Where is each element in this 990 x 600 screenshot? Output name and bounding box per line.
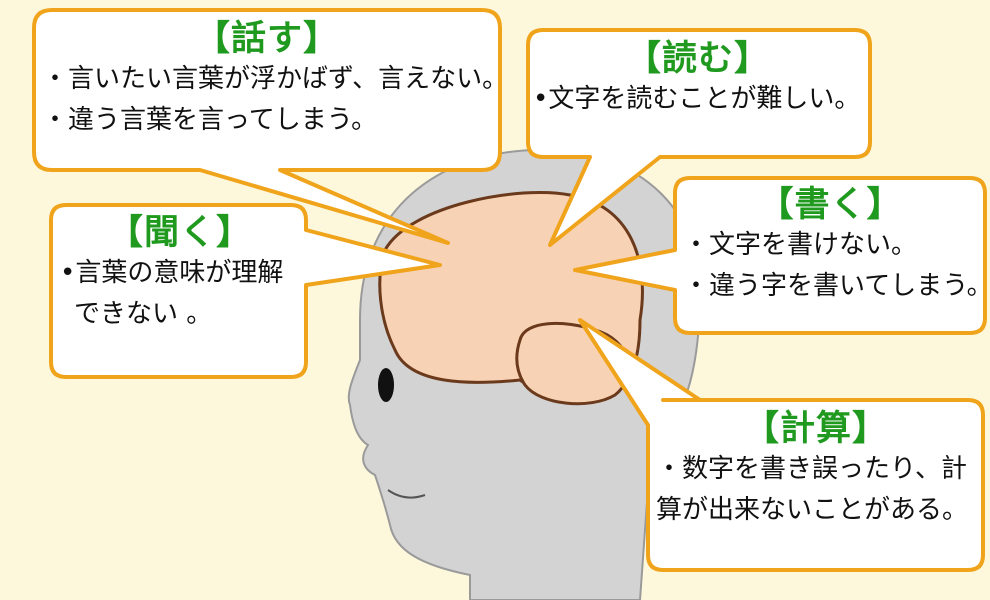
bubble-write <box>573 176 987 335</box>
bubble-read-text: 【読む】 •文字を読むことが難しい。 <box>533 40 863 120</box>
bubble-speak-text: 【話す】 ・言いたい言葉が浮かばず、言えない。 ・違う言葉を言ってしまう。 <box>42 19 509 142</box>
bubble-write-line-2: ・違う字を書いてしまう。 <box>683 271 990 302</box>
bubble-write-text: 【書く】 ・文字を書けない。 ・違う字を書いてしまう。 <box>683 185 990 308</box>
bubble-write-line-1: ・文字を書けない。 <box>683 229 918 260</box>
bubble-calculate <box>578 318 985 572</box>
bubble-calculate-line-2: 算が出来ないことがある。 <box>656 495 969 526</box>
bubble-calculate-title: 【計算】 <box>743 409 888 449</box>
bubble-write-title: 【書く】 <box>758 185 903 225</box>
bubble-read-title: 【読む】 <box>625 39 770 79</box>
bubble-read-line-1: •文字を読むことが難しい。 <box>533 83 861 114</box>
bubble-listen-title: 【聞く】 <box>107 213 252 253</box>
bubble-speak-line-1: ・言いたい言葉が浮かばず、言えない。 <box>42 63 509 94</box>
bubble-calculate-text: 【計算】 ・数字を書き誤ったり、計 算が出来ないことがある。 <box>656 410 976 532</box>
bubble-listen <box>49 203 442 379</box>
bubble-speak-line-2: ・違う言葉を言ってしまう。 <box>42 105 378 136</box>
eye <box>378 368 394 402</box>
bubble-speak <box>32 8 502 245</box>
bubble-listen-line-2: できない 。 <box>74 299 213 330</box>
bubble-calculate-line-1: ・数字を書き誤ったり、計 <box>656 453 967 484</box>
bubble-speak-title: 【話す】 <box>194 19 339 59</box>
bubble-read <box>526 28 872 247</box>
bubble-listen-text: 【聞く】 •言葉の意味が理解 できない 。 <box>60 214 300 336</box>
mouth <box>387 489 426 499</box>
bubble-listen-line-1: •言葉の意味が理解 <box>60 257 284 288</box>
